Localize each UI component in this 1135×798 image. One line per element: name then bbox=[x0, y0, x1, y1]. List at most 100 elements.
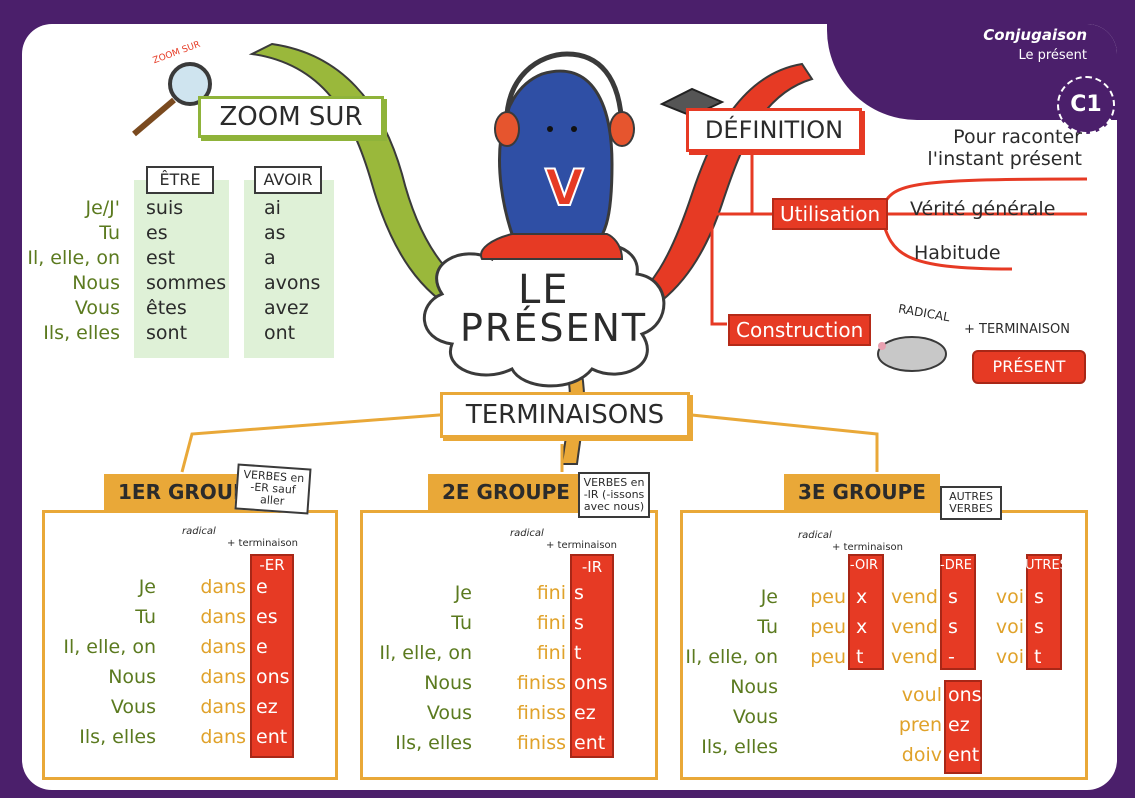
group1-ending: ent bbox=[256, 726, 288, 748]
terminaisons-text: TERMINAISONS bbox=[465, 400, 665, 430]
group1-pronoun: Ils, elles bbox=[79, 726, 156, 748]
group3-oir-stem: peu bbox=[810, 586, 846, 608]
group2-stem: finiss bbox=[516, 672, 566, 694]
group3-pronoun: Vous bbox=[732, 706, 778, 728]
group2-pronoun: Tu bbox=[451, 612, 472, 634]
group2-stem: fini bbox=[536, 612, 566, 634]
group2-ending: ent bbox=[574, 732, 606, 754]
group1-ending: ons bbox=[256, 666, 290, 688]
present-tag: PRÉSENT bbox=[972, 350, 1086, 384]
group2-endings: s s t ons ez ent bbox=[574, 578, 608, 758]
group2-ending: ez bbox=[574, 702, 596, 724]
group2-pronoun: Je bbox=[454, 582, 472, 604]
definition-text: DÉFINITION bbox=[704, 116, 844, 144]
group3-dre-ending: s bbox=[948, 616, 958, 638]
group3-plural-stems: voul pren doiv bbox=[882, 680, 942, 770]
group1-ending: es bbox=[256, 606, 278, 628]
use-habitude: Habitude bbox=[914, 242, 1001, 264]
group1-pronoun: Nous bbox=[108, 666, 156, 688]
poster-panel: Conjugaison Le présent C1 bbox=[22, 24, 1117, 790]
group3-oir-column bbox=[848, 554, 884, 670]
group3-oir-stems: peu peu peu bbox=[806, 582, 846, 672]
terminaisons-label: TERMINAISONS bbox=[440, 392, 690, 438]
group3-dre-column bbox=[940, 554, 976, 670]
group1-note: VERBES en -ER sauf aller bbox=[234, 463, 312, 515]
avoir-forms-column: ai as a avons avez ont bbox=[264, 196, 320, 346]
group3-note: AUTRES VERBES bbox=[940, 486, 1002, 520]
group3-autres-ending: s bbox=[1034, 586, 1044, 608]
main-title-present: PRÉSENT bbox=[460, 306, 648, 350]
group2-ending: s bbox=[574, 612, 584, 634]
group2-stem: finiss bbox=[516, 702, 566, 724]
group1-pro: PRO bbox=[118, 546, 139, 557]
etre-forms-column: suis es est sommes êtes sont bbox=[146, 196, 226, 346]
group3-oir-endings: x x t bbox=[856, 582, 867, 672]
avoir-form: as bbox=[264, 222, 286, 244]
zoom-pronoun-column: Je/J' Tu Il, elle, on Nous Vous Ils, ell… bbox=[22, 196, 120, 346]
group3-dre-stem: vend bbox=[890, 616, 938, 638]
mascot-v-letter: V bbox=[544, 158, 585, 218]
group3-tag-oir: -OIR bbox=[849, 558, 879, 573]
group3-tag-autres: AUTRES bbox=[1016, 558, 1068, 573]
group2-ending-column bbox=[570, 554, 614, 758]
group1-stem: dans bbox=[200, 666, 246, 688]
definition-label: DÉFINITION bbox=[686, 108, 862, 152]
group3-autres-stem: voi bbox=[995, 616, 1024, 638]
group2-ending: t bbox=[574, 642, 582, 664]
group1-ending: e bbox=[256, 576, 268, 598]
group3-pronoun: Nous bbox=[730, 676, 778, 698]
group2-stems: fini fini fini finiss finiss finiss bbox=[502, 578, 566, 758]
etre-table-bg bbox=[134, 180, 229, 358]
group1-pronoun: Vous bbox=[110, 696, 156, 718]
group3-terminaison: + terminaison bbox=[832, 542, 903, 553]
group3-plural-ending: ez bbox=[948, 714, 970, 736]
group1-ending: ez bbox=[256, 696, 278, 718]
avoir-form: avons bbox=[264, 272, 321, 294]
group2-ending: ons bbox=[574, 672, 608, 694]
group1-ending-tag: -ER bbox=[259, 556, 285, 574]
group3-dre-ending: - bbox=[948, 646, 955, 668]
group2-stem: fini bbox=[536, 642, 566, 664]
etre-header: ÊTRE bbox=[146, 166, 214, 194]
etre-form: suis bbox=[146, 197, 184, 219]
badge-label: C1 bbox=[1070, 92, 1102, 117]
etre-form: es bbox=[146, 222, 168, 244]
group1-terminaison: + terminaison bbox=[227, 538, 298, 549]
group3-oir-ending: x bbox=[856, 616, 868, 638]
group1-stem: dans bbox=[200, 726, 246, 748]
group3-pro: PRO bbox=[734, 550, 755, 561]
group3-pronoun: Il, elle, on bbox=[685, 646, 778, 668]
group1-stem: dans bbox=[200, 636, 246, 658]
group1-radical: radical bbox=[182, 526, 216, 537]
category-subtitle: Le présent bbox=[1018, 48, 1087, 63]
zoom-pronoun: Je/J' bbox=[85, 197, 120, 219]
group2-pronoun: Vous bbox=[426, 702, 472, 724]
group2-pronoun: Il, elle, on bbox=[379, 642, 472, 664]
group3-dre-ending: s bbox=[948, 586, 958, 608]
group2-terminaison: + terminaison bbox=[546, 540, 617, 551]
group1-pronoun: Tu bbox=[135, 606, 156, 628]
group3-autres-ending: t bbox=[1034, 646, 1042, 668]
group3-dre-stem: vend bbox=[890, 586, 938, 608]
group3-radical: radical bbox=[798, 530, 832, 541]
group3-oir-ending: t bbox=[856, 646, 864, 668]
main-title-le: LE bbox=[518, 267, 570, 313]
group1-pronoun: Je bbox=[138, 576, 156, 598]
etre-form: êtes bbox=[146, 297, 187, 319]
use-instant-present: Pour raconter l'instant présent bbox=[927, 126, 1082, 170]
group3-oir-ending: x bbox=[856, 586, 868, 608]
construction-label: Construction bbox=[728, 314, 872, 346]
zoom-pronoun: Nous bbox=[72, 272, 120, 294]
utilisation-label: Utilisation bbox=[772, 198, 889, 230]
group2-pronouns: Je Tu Il, elle, on Nous Vous Ils, elles bbox=[362, 578, 472, 758]
group3-autres-endings: s s t bbox=[1034, 582, 1044, 672]
etre-form: est bbox=[146, 247, 176, 269]
avoir-table-bg bbox=[244, 180, 334, 358]
group3-box bbox=[680, 510, 1088, 780]
group3-plural-stem: pren bbox=[898, 714, 942, 736]
group2-stem: finiss bbox=[516, 732, 566, 754]
zoom-pronoun: Vous bbox=[74, 297, 120, 319]
group3-tag-dre: -DRE bbox=[940, 558, 972, 573]
zoom-pronoun: Ils, elles bbox=[43, 322, 120, 344]
group1-stem: dans bbox=[200, 696, 246, 718]
